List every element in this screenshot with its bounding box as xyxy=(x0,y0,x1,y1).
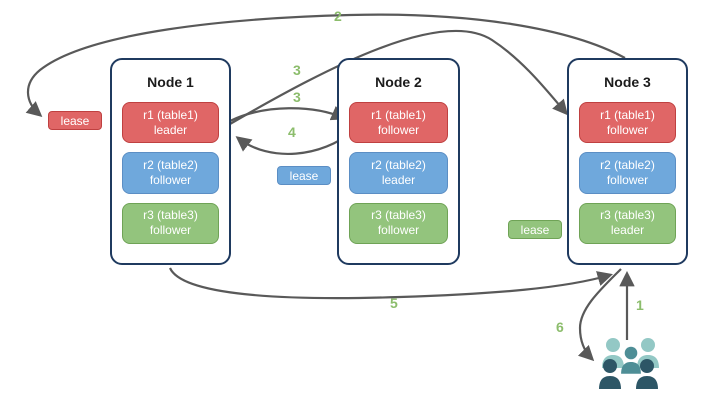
arrow-step-3-node1-to-node2 xyxy=(229,106,347,122)
step-label-6: 6 xyxy=(556,319,564,335)
step-label-2: 2 xyxy=(334,8,342,24)
replica-name: r3 (table3) xyxy=(371,208,426,223)
node-title: Node 3 xyxy=(604,74,651,90)
replica-r2-table2: r2 (table2) follower xyxy=(122,152,219,194)
arrow-step-6-node3-to-clients xyxy=(577,268,622,362)
replica-role: leader xyxy=(610,223,645,238)
arrow-step-5-node1-to-node3 xyxy=(168,267,613,300)
lease-badge-green: lease xyxy=(508,220,562,239)
node-title: Node 2 xyxy=(375,74,422,90)
replica-r1-table1: r1 (table1) leader xyxy=(122,102,219,144)
replica-role: follower xyxy=(606,122,649,137)
replica-r3-table3: r3 (table3) follower xyxy=(349,202,448,244)
replica-role: leader xyxy=(381,172,416,187)
replica-role: follower xyxy=(149,172,192,187)
replica-r2-table2: r2 (table2) leader xyxy=(349,152,448,194)
replica-role: follower xyxy=(606,172,649,187)
replica-name: r3 (table3) xyxy=(143,208,198,223)
replica-role: leader xyxy=(153,122,188,137)
replica-name: r2 (table2) xyxy=(371,157,426,172)
replica-r1-table1: r1 (table1) follower xyxy=(579,102,676,144)
lease-badge-red: lease xyxy=(48,111,102,130)
replica-name: r2 (table2) xyxy=(600,157,655,172)
replica-name: r1 (table1) xyxy=(143,107,198,122)
node-2: Node 2 r1 (table1) follower r2 (table2) … xyxy=(337,58,460,265)
replica-name: r1 (table1) xyxy=(371,107,426,122)
node-1: Node 1 r1 (table1) leader r2 (table2) fo… xyxy=(110,58,231,265)
replica-r1-table1: r1 (table1) follower xyxy=(349,102,448,144)
step-label-1: 1 xyxy=(636,297,644,313)
replica-r2-table2: r2 (table2) follower xyxy=(579,152,676,194)
replica-r3-table3: r3 (table3) leader xyxy=(579,202,676,244)
replica-role: follower xyxy=(377,223,420,238)
step-label-3a: 3 xyxy=(293,62,301,78)
replica-name: r3 (table3) xyxy=(600,208,655,223)
replica-r3-table3: r3 (table3) follower xyxy=(122,202,219,244)
step-label-4: 4 xyxy=(288,124,296,140)
replica-role: follower xyxy=(149,223,192,238)
node-title: Node 1 xyxy=(147,74,194,90)
replica-name: r2 (table2) xyxy=(143,157,198,172)
node-3: Node 3 r1 (table1) follower r2 (table2) … xyxy=(567,58,688,265)
people-group-icon xyxy=(599,338,659,389)
step-label-5: 5 xyxy=(390,295,398,311)
lease-badge-blue: lease xyxy=(277,166,331,185)
replica-name: r1 (table1) xyxy=(600,107,655,122)
step-label-3b: 3 xyxy=(293,89,301,105)
replica-role: follower xyxy=(377,122,420,137)
